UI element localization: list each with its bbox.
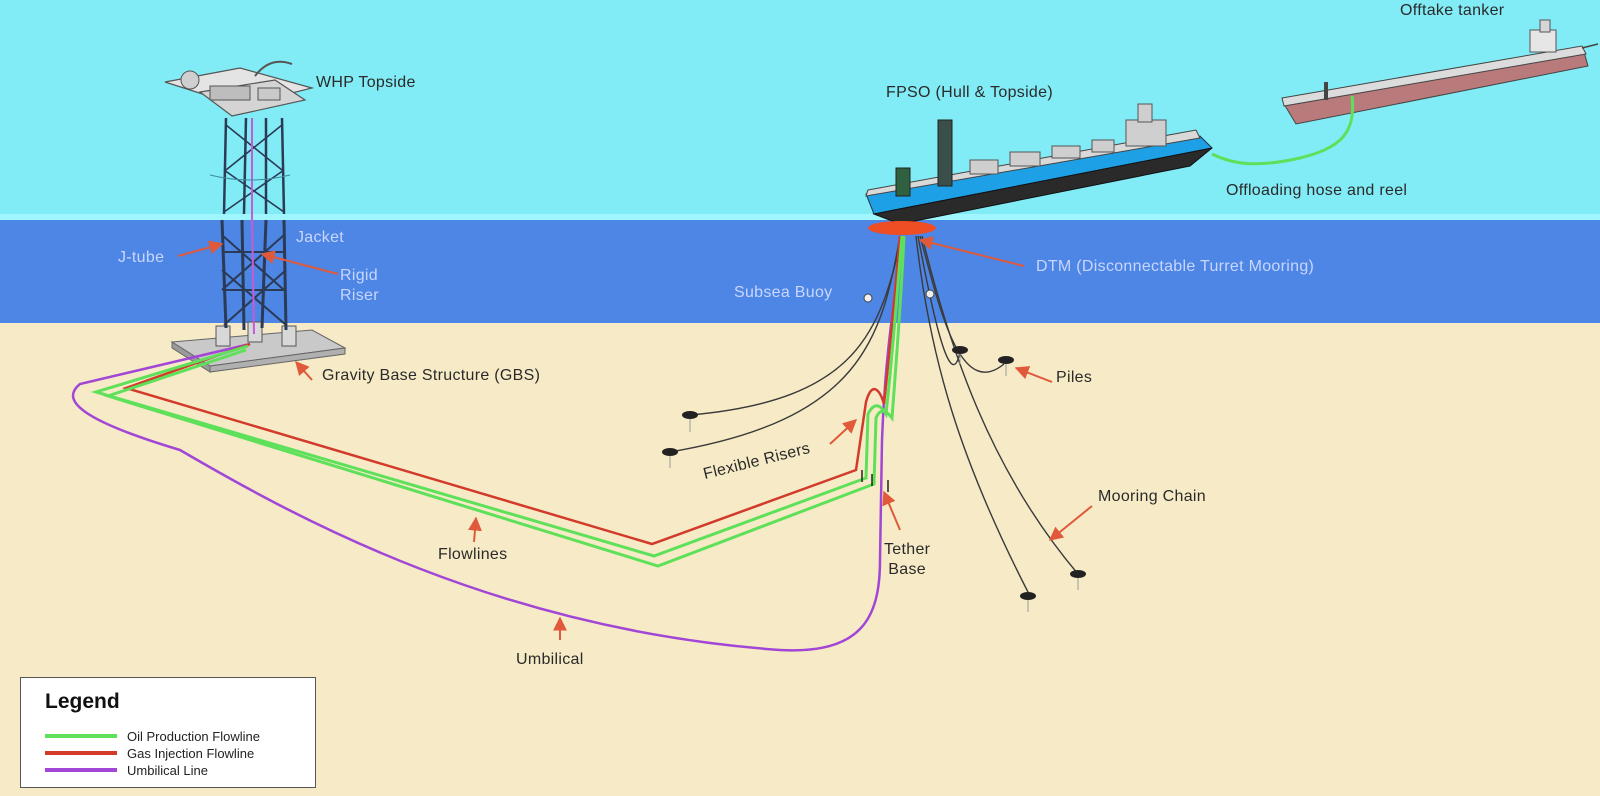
- label-gbs: Gravity Base Structure (GBS): [322, 367, 541, 384]
- legend-swatch-umbilical: [45, 768, 117, 772]
- subsea-buoys: [863, 289, 935, 303]
- legend-item-gas: Gas Injection Flowline: [45, 745, 254, 761]
- label-mooring-chain: Mooring Chain: [1098, 488, 1206, 505]
- offtake-tanker: [1281, 19, 1599, 125]
- legend-swatch-gas: [45, 751, 117, 755]
- legend-title: Legend: [45, 690, 120, 713]
- dtm-turret: [868, 221, 936, 235]
- sea-band: [0, 218, 1600, 323]
- label-offtake-tanker: Offtake tanker: [1400, 2, 1505, 19]
- label-jacket: Jacket: [296, 229, 345, 246]
- callout-arrows: [177, 236, 1093, 640]
- tether-base: [861, 470, 889, 492]
- label-offloading-hose: Offloading hose and reel: [1226, 182, 1408, 199]
- whp-platform: [164, 60, 315, 216]
- label-tether-base: Tether Base: [884, 541, 931, 578]
- label-flowlines: Flowlines: [438, 546, 508, 563]
- offloading-hose: [1211, 95, 1355, 166]
- label-umbilical: Umbilical: [516, 651, 584, 668]
- mooring-chains: [669, 235, 1079, 597]
- oil-production-flowline-b: [103, 235, 906, 568]
- legend-item-umbilical: Umbilical Line: [45, 762, 208, 778]
- label-whp-topside: WHP Topside: [316, 74, 416, 91]
- legend-box: Legend Oil Production Flowline Gas Injec…: [20, 677, 316, 788]
- label-fpso: FPSO (Hull & Topside): [886, 84, 1053, 101]
- legend-text-gas: Gas Injection Flowline: [127, 745, 255, 761]
- legend-text-oil: Oil Production Flowline: [127, 728, 260, 744]
- piles: [662, 346, 1086, 612]
- label-subsea-buoy: Subsea Buoy: [734, 284, 833, 301]
- label-rigid-riser: Rigid Riser: [340, 267, 379, 304]
- label-j-tube: J-tube: [118, 249, 165, 266]
- fpso-vessel: [865, 103, 1214, 235]
- legend-swatch-oil: [45, 734, 117, 738]
- jacket-structure: [220, 214, 288, 335]
- gas-injection-flowline: [121, 235, 902, 546]
- legend-item-oil: Oil Production Flowline: [45, 728, 260, 744]
- label-dtm: DTM (Disconnectable Turret Mooring): [1036, 258, 1315, 275]
- legend-text-umbilical: Umbilical Line: [127, 762, 208, 778]
- sea-surface-line: [0, 214, 1600, 220]
- label-piles: Piles: [1056, 369, 1093, 386]
